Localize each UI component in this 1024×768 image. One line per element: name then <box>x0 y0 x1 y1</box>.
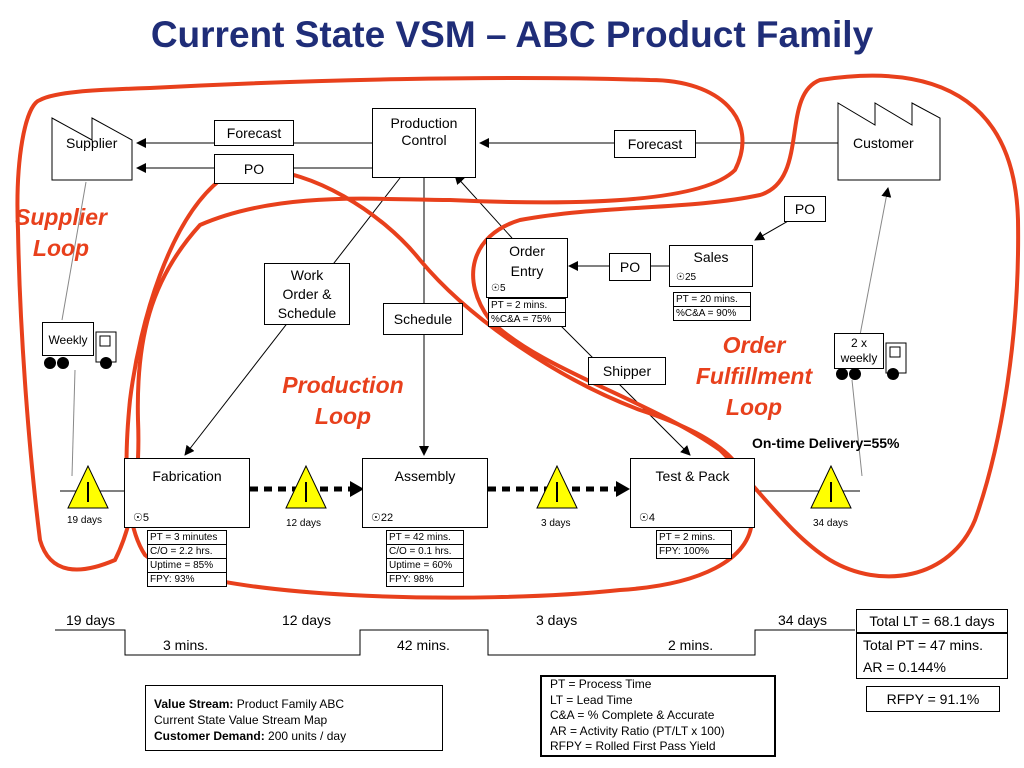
process-test-pack: Test & Pack ☉4 <box>630 458 755 528</box>
process-assembly: Assembly ☉22 <box>362 458 488 528</box>
po-box-left: PO <box>214 154 294 184</box>
right-truck-label: 2 x weekly <box>834 333 884 369</box>
forecast-box-left: Forecast <box>214 120 294 146</box>
value-stream-info: Value Stream: Product Family ABC Current… <box>145 685 443 751</box>
order-entry-label: Order Entry <box>509 243 545 279</box>
customer-factory-icon <box>837 102 941 181</box>
order-entry-box: Order Entry ☉5 <box>486 238 568 298</box>
inventory-triangle-icon <box>67 464 109 509</box>
operator-icon: ☉5 <box>133 512 149 524</box>
inventory-triangle-icon <box>285 464 327 509</box>
total-pt-ar-box: Total PT = 47 mins. AR = 0.144% <box>856 633 1008 679</box>
work-order-box: Work Order & Schedule <box>264 263 350 325</box>
test-pack-data: PT = 2 mins. FPY: 100% <box>656 530 732 559</box>
inventory-triangle-icon <box>810 464 852 509</box>
inventory-label: 34 days <box>813 518 849 529</box>
supplier-loop-outline <box>15 76 745 572</box>
fabrication-data: PT = 3 minutes C/O = 2.2 hrs. Uptime = 8… <box>147 530 227 587</box>
inventory-triangle-icon <box>536 464 578 509</box>
inventory-label: 3 days <box>541 518 571 529</box>
timeline-lead-1: 19 days <box>66 612 116 628</box>
right-truck-icon <box>836 342 907 380</box>
production-loop-outline <box>124 167 755 600</box>
order-fulfillment-loop-outline <box>471 73 1021 579</box>
supplier-factory-icon <box>51 117 133 181</box>
activity-ratio: AR = 0.144% <box>863 659 946 675</box>
timeline-lead-3: 3 days <box>536 612 578 628</box>
process-fabrication: Fabrication ☉5 <box>124 458 250 528</box>
process-name: Assembly <box>394 468 456 484</box>
po-box-mid: PO <box>609 253 651 281</box>
inventory-label: 12 days <box>286 518 322 529</box>
supplier-label: Supplier <box>66 135 118 151</box>
timeline-process-2: 42 mins. <box>397 637 450 653</box>
po-box-customer: PO <box>784 196 826 222</box>
rfpy-box: RFPY = 91.1% <box>866 686 1000 712</box>
supplier-loop-label: Supplier Loop <box>14 204 107 261</box>
total-lt-box: Total LT = 68.1 days <box>856 609 1008 633</box>
forecast-box-right: Forecast <box>614 130 696 158</box>
timeline-lead-4: 34 days <box>778 612 828 628</box>
timeline-lead-2: 12 days <box>282 612 332 628</box>
shipper-box: Shipper <box>588 357 666 385</box>
legend-box: PT = Process Time LT = Lead Time C&A = %… <box>540 675 776 757</box>
assembly-data: PT = 42 mins. C/O = 0.1 hrs. Uptime = 60… <box>386 530 464 587</box>
process-name: Fabrication <box>152 468 222 484</box>
left-truck-icon <box>44 331 117 369</box>
page-title: Current State VSM – ABC Product Family <box>150 14 874 55</box>
sales-box: Sales ☉25 <box>669 245 753 287</box>
timeline-process-3: 2 mins. <box>668 637 714 653</box>
order-entry-data: PT = 2 mins. %C&A = 75% <box>488 298 566 327</box>
order-fulfillment-loop-label: Order Fulfillment Loop <box>695 332 813 420</box>
production-loop-label: Production Loop <box>282 372 404 429</box>
inventory-label: 19 days <box>67 515 103 526</box>
operator-icon: ☉22 <box>371 512 394 524</box>
schedule-box: Schedule <box>383 303 463 335</box>
timeline-process-1: 3 mins. <box>163 637 209 653</box>
process-name: Test & Pack <box>655 468 730 484</box>
sales-operators: ☉25 <box>676 272 697 283</box>
production-control-box: Production Control <box>372 108 476 178</box>
operator-icon: ☉4 <box>639 512 655 524</box>
total-pt: Total PT = 47 mins. <box>863 637 983 653</box>
left-truck-label: Weekly <box>42 322 94 356</box>
customer-label: Customer <box>853 135 914 151</box>
ontime-delivery: On-time Delivery=55% <box>752 435 900 451</box>
sales-data: PT = 20 mins. %C&A = 90% <box>673 292 751 321</box>
sales-label: Sales <box>693 249 729 265</box>
order-entry-operators: ☉5 <box>491 283 506 294</box>
